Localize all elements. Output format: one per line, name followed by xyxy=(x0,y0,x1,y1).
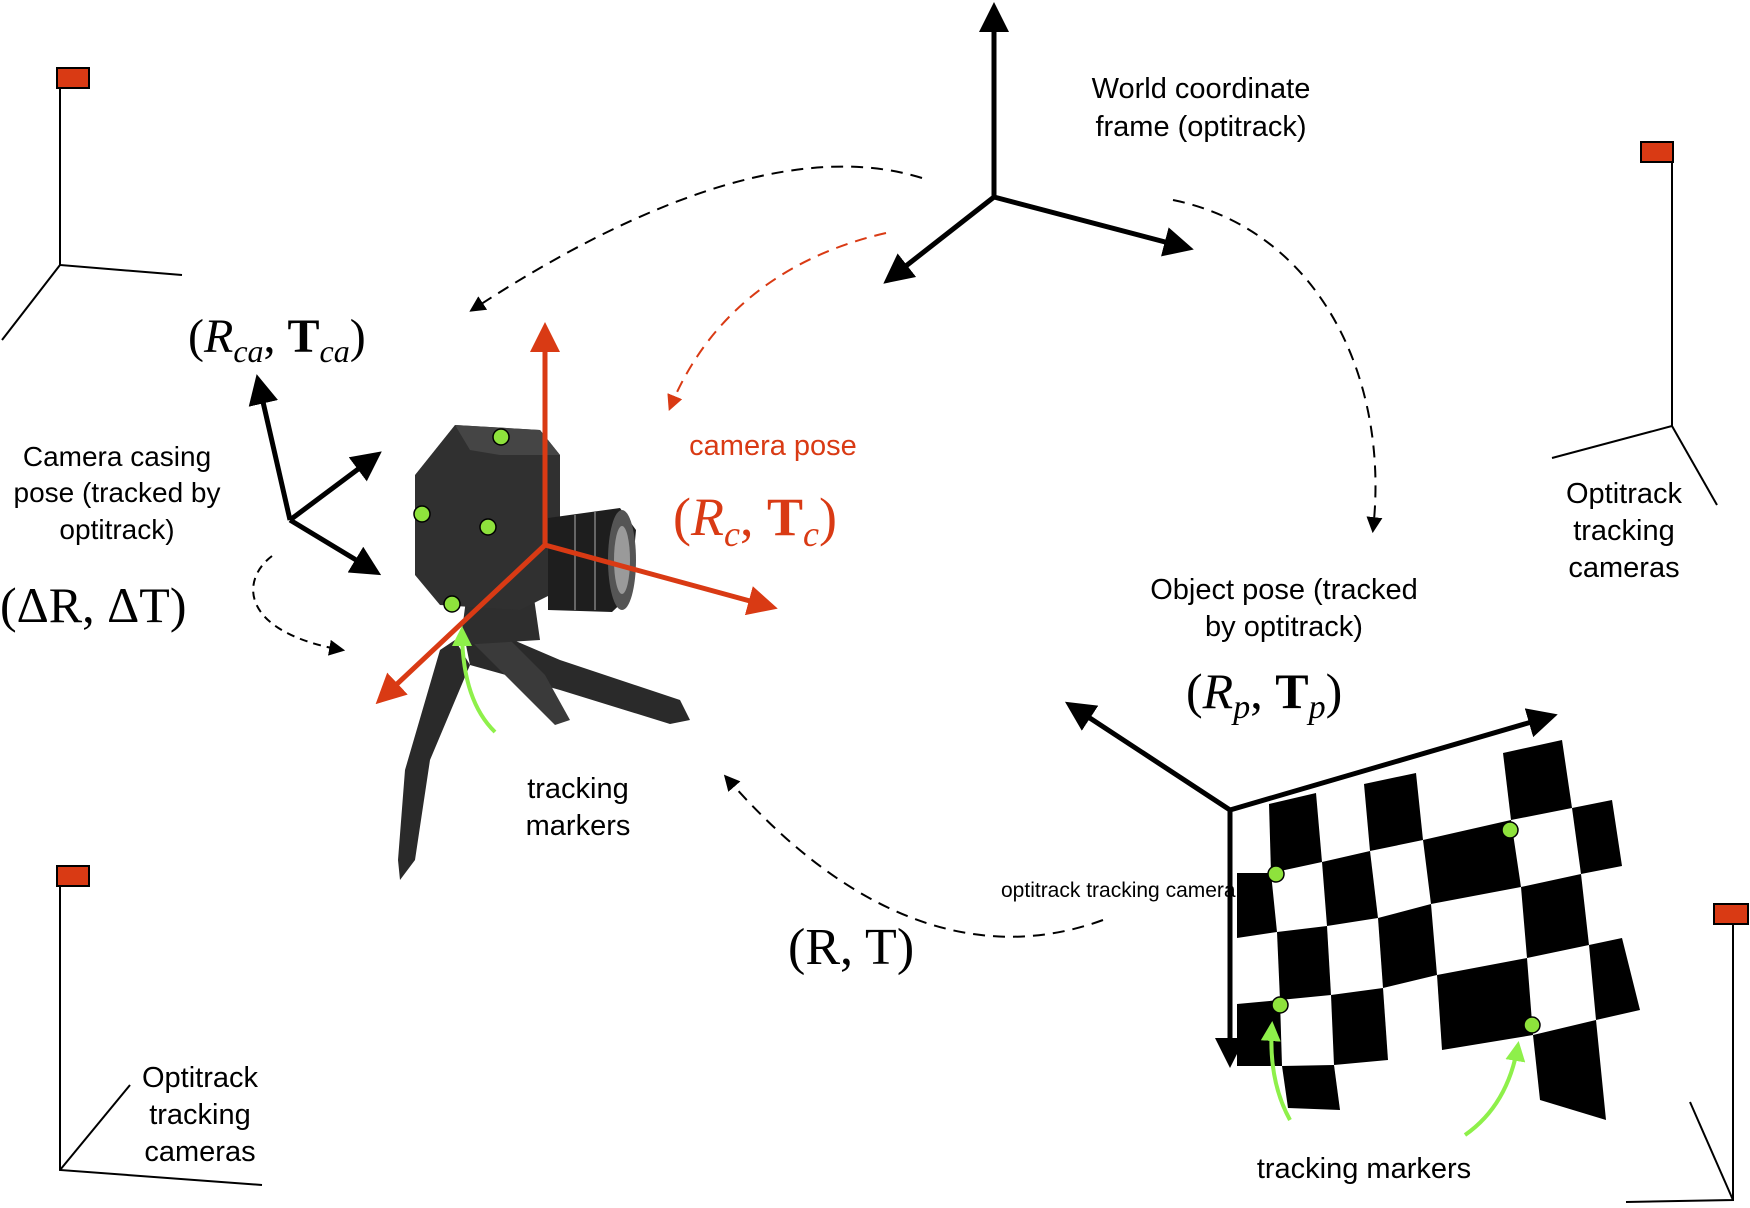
tracking-marker xyxy=(1271,996,1289,1014)
optitrack-camera-icon xyxy=(1625,903,1749,1203)
object-label-line2: by optitrack) xyxy=(1205,611,1363,643)
casing-label-line1: Camera casing xyxy=(23,441,211,472)
optitrack-cams-right-line1: Optitrack xyxy=(1566,478,1683,510)
object-to-camera-arrow xyxy=(723,774,1104,938)
tracking-marker xyxy=(443,595,461,613)
camera-tracking-markers xyxy=(413,428,510,613)
optitrack-cams-left-line1: Optitrack xyxy=(142,1062,259,1094)
tracking-marker xyxy=(492,428,510,446)
optitrack-overlap-label: optitrack tracking camera xyxy=(1001,879,1236,902)
world-to-casing-arrow xyxy=(469,165,923,312)
optitrack-camera-icon xyxy=(56,865,263,1186)
camera-markers-pointer-arrow xyxy=(452,626,497,734)
object-frame-axes xyxy=(1064,701,1558,1068)
optitrack-camera-icon xyxy=(1551,141,1718,506)
board-marker-pointer-arrow xyxy=(1463,1041,1526,1137)
casing-frame-axes xyxy=(248,374,382,576)
delta-formula: (ΔR, ΔT) xyxy=(0,577,187,633)
tracking-marker xyxy=(1523,1016,1541,1034)
tracking-marker xyxy=(1501,821,1519,839)
camera-frame-axes xyxy=(375,322,778,705)
board-markers-label: tracking markers xyxy=(1257,1153,1471,1185)
rp-formula: (Rp, Tp) xyxy=(1186,663,1342,726)
optitrack-cams-left-line3: cameras xyxy=(144,1136,255,1168)
checkerboard-target-icon xyxy=(1237,740,1640,1120)
camera-pose-label: camera pose xyxy=(689,430,857,462)
world-to-object-arrow xyxy=(1172,199,1383,534)
board-marker-pointer-arrow xyxy=(1260,1021,1292,1121)
rc-formula: (Rc, Tc) xyxy=(673,487,837,554)
camera-markers-label-line2: markers xyxy=(526,810,631,842)
optitrack-cams-right-line2: tracking xyxy=(1573,515,1675,547)
casing-label-line2: pose (tracked by xyxy=(14,477,221,508)
optitrack-cams-left-line2: tracking xyxy=(149,1099,251,1131)
tracking-marker xyxy=(479,518,497,536)
object-label-line1: Object pose (tracked xyxy=(1150,574,1418,606)
rca-formula: (Rca, Tca) xyxy=(188,310,366,369)
optitrack-camera-icon xyxy=(1,67,183,341)
tracking-marker xyxy=(413,505,431,523)
board-tracking-markers xyxy=(1267,821,1541,1034)
world-to-camera-arrow xyxy=(667,232,887,411)
casing-to-camera-arrow xyxy=(252,555,346,656)
world-frame-axes xyxy=(883,2,1194,284)
optitrack-cams-right-line3: cameras xyxy=(1568,552,1679,584)
casing-label-line3: optitrack) xyxy=(59,514,174,545)
rt-formula: (R, T) xyxy=(788,919,914,976)
world-frame-label-line2: frame (optitrack) xyxy=(1095,111,1306,143)
world-frame-label-line1: World coordinate xyxy=(1092,73,1311,105)
tracking-marker xyxy=(1267,865,1285,883)
camera-markers-label-line1: tracking xyxy=(527,773,629,805)
